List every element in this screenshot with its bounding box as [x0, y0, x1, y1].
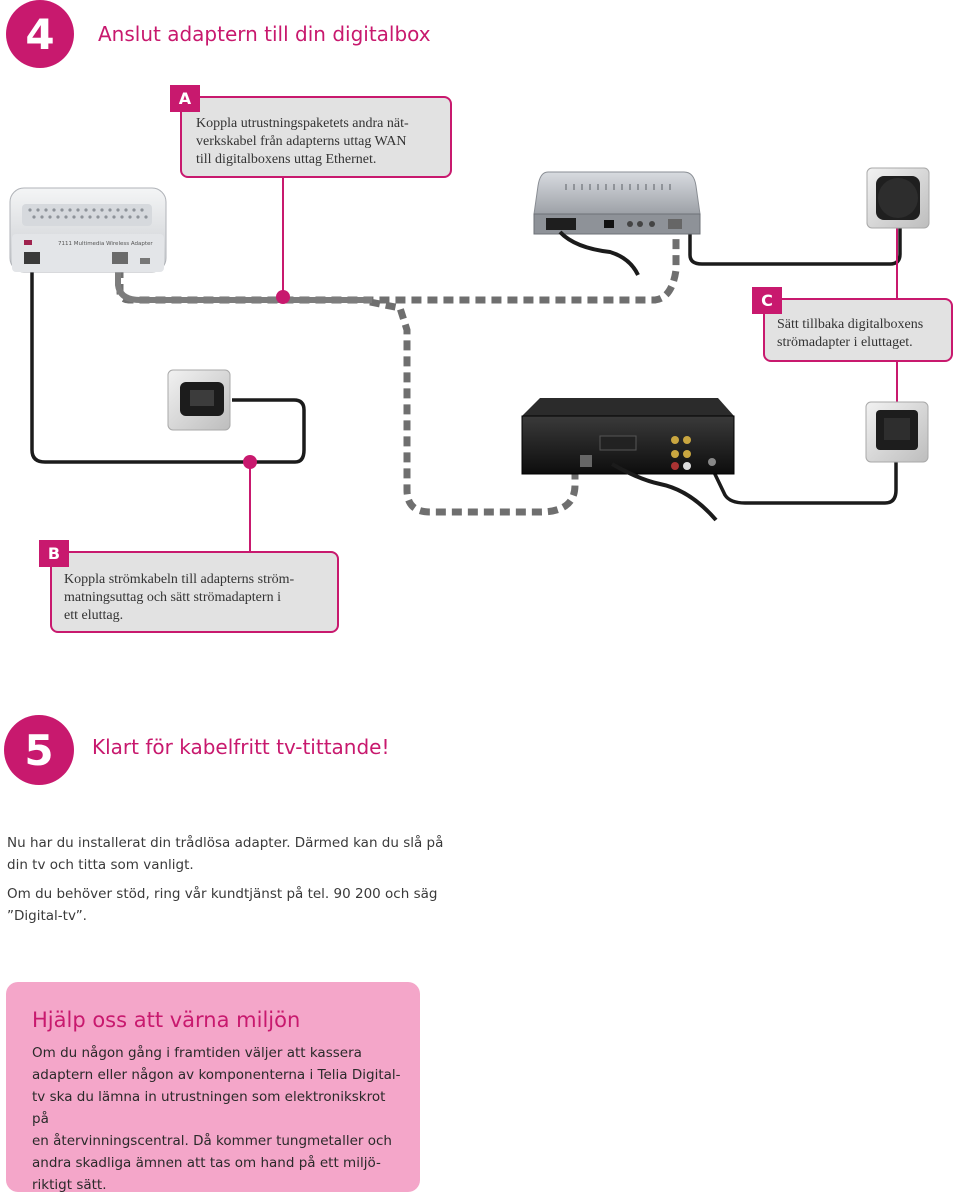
callout-a-text: Koppla utrustningspaketets andra nät- ve…	[196, 116, 409, 167]
digitalbox-black-device	[521, 398, 735, 522]
callout-c: Sätt tillbaka digitalboxens strömadapter…	[763, 298, 953, 362]
outlet-left	[167, 369, 231, 431]
callout-a-letter: A	[170, 85, 200, 112]
wan-cable	[115, 262, 372, 303]
callout-b-text: Koppla strömkabeln till adapterns ström-…	[64, 572, 295, 623]
step-4-title: Anslut adaptern till din digitalbox	[98, 22, 431, 46]
step-5-number: 5	[24, 725, 54, 775]
step-5-badge: 5	[4, 715, 74, 785]
connection-diagram: 7111 Multimedia Wireless Adapter	[9, 167, 930, 552]
callout-b-letter: B	[39, 540, 69, 567]
outlet-bottom-right	[865, 401, 929, 463]
step-5-paragraph-2: Om du behöver stöd, ring vår kundtjänst …	[7, 886, 438, 924]
environment-box: Hjälp oss att värna miljön Om du någon g…	[6, 982, 420, 1193]
callout-a: Koppla utrustningspaketets andra nät- ve…	[180, 96, 452, 178]
step-4-badge: 4	[6, 0, 74, 68]
adapter-power-cable	[30, 262, 306, 464]
digitalbox2-power-cable	[710, 440, 898, 505]
environment-body: Om du någon gång i framtiden väljer att …	[32, 1045, 401, 1193]
step-5-paragraph-1: Nu har du installerat din trådlösa adapt…	[7, 835, 444, 873]
callout-b: Koppla strömkabeln till adapterns ström-…	[50, 551, 339, 633]
network-cable-dashed	[369, 298, 579, 516]
step-4-number: 4	[25, 9, 55, 59]
step-5-title: Klart för kabelfritt tv-tittande!	[92, 735, 390, 759]
network-cable	[116, 236, 680, 304]
adapter-model-label: 7111 Multimedia Wireless Adapter	[58, 241, 153, 247]
callout-c-letter: C	[752, 287, 782, 314]
digitalbox-silver-device	[533, 171, 701, 276]
wireless-adapter-device: 7111 Multimedia Wireless Adapter	[9, 187, 167, 273]
outlet-top-right	[866, 167, 930, 229]
callout-a-dot	[276, 290, 290, 304]
callout-b-dot	[243, 455, 257, 469]
callout-c-text: Sätt tillbaka digitalboxens strömadapter…	[777, 317, 924, 350]
environment-heading: Hjälp oss att värna miljön	[32, 1008, 301, 1032]
digitalbox-power-cable	[688, 205, 902, 266]
